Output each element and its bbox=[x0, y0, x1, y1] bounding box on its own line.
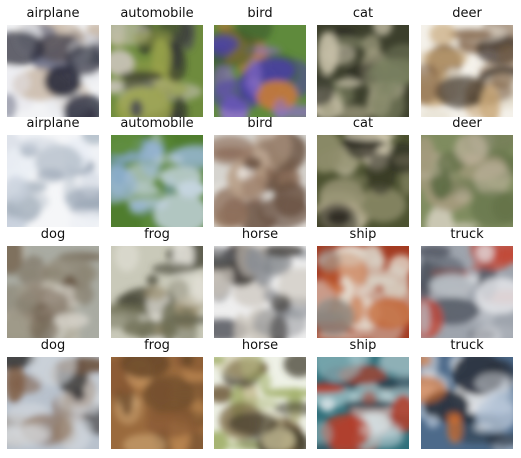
class-label: ship bbox=[349, 338, 377, 353]
class-label: airplane bbox=[26, 6, 80, 21]
class-label: dog bbox=[40, 227, 66, 242]
class-label: deer bbox=[452, 6, 482, 21]
class-label: dog bbox=[40, 338, 66, 353]
class-label: ship bbox=[349, 227, 377, 242]
generated-image bbox=[317, 135, 409, 227]
class-label: frog bbox=[144, 227, 170, 242]
class-label: truck bbox=[450, 338, 484, 353]
generated-image bbox=[421, 135, 513, 227]
class-label: truck bbox=[450, 227, 484, 242]
generated-image bbox=[7, 246, 99, 338]
class-label: bird bbox=[247, 6, 273, 21]
generated-image bbox=[214, 357, 306, 449]
class-label: cat bbox=[352, 6, 374, 21]
generated-image bbox=[214, 25, 306, 117]
class-label: bird bbox=[247, 116, 273, 131]
class-label: deer bbox=[452, 116, 482, 131]
class-label: cat bbox=[352, 116, 374, 131]
generated-image bbox=[317, 357, 409, 449]
class-label: airplane bbox=[26, 116, 80, 131]
generated-image bbox=[421, 25, 513, 117]
class-label: frog bbox=[144, 338, 170, 353]
generated-image bbox=[317, 25, 409, 117]
class-label: automobile bbox=[120, 116, 194, 131]
class-label: horse bbox=[241, 227, 279, 242]
class-label: horse bbox=[241, 338, 279, 353]
generated-image bbox=[111, 135, 203, 227]
class-label: automobile bbox=[120, 6, 194, 21]
generated-image bbox=[7, 135, 99, 227]
generated-image bbox=[317, 246, 409, 338]
generated-image bbox=[214, 135, 306, 227]
generated-image bbox=[7, 25, 99, 117]
generated-image bbox=[421, 246, 513, 338]
generated-image bbox=[214, 246, 306, 338]
generated-image bbox=[7, 357, 99, 449]
generated-image bbox=[111, 25, 203, 117]
generated-image bbox=[111, 246, 203, 338]
generated-image bbox=[421, 357, 513, 449]
generated-image bbox=[111, 357, 203, 449]
